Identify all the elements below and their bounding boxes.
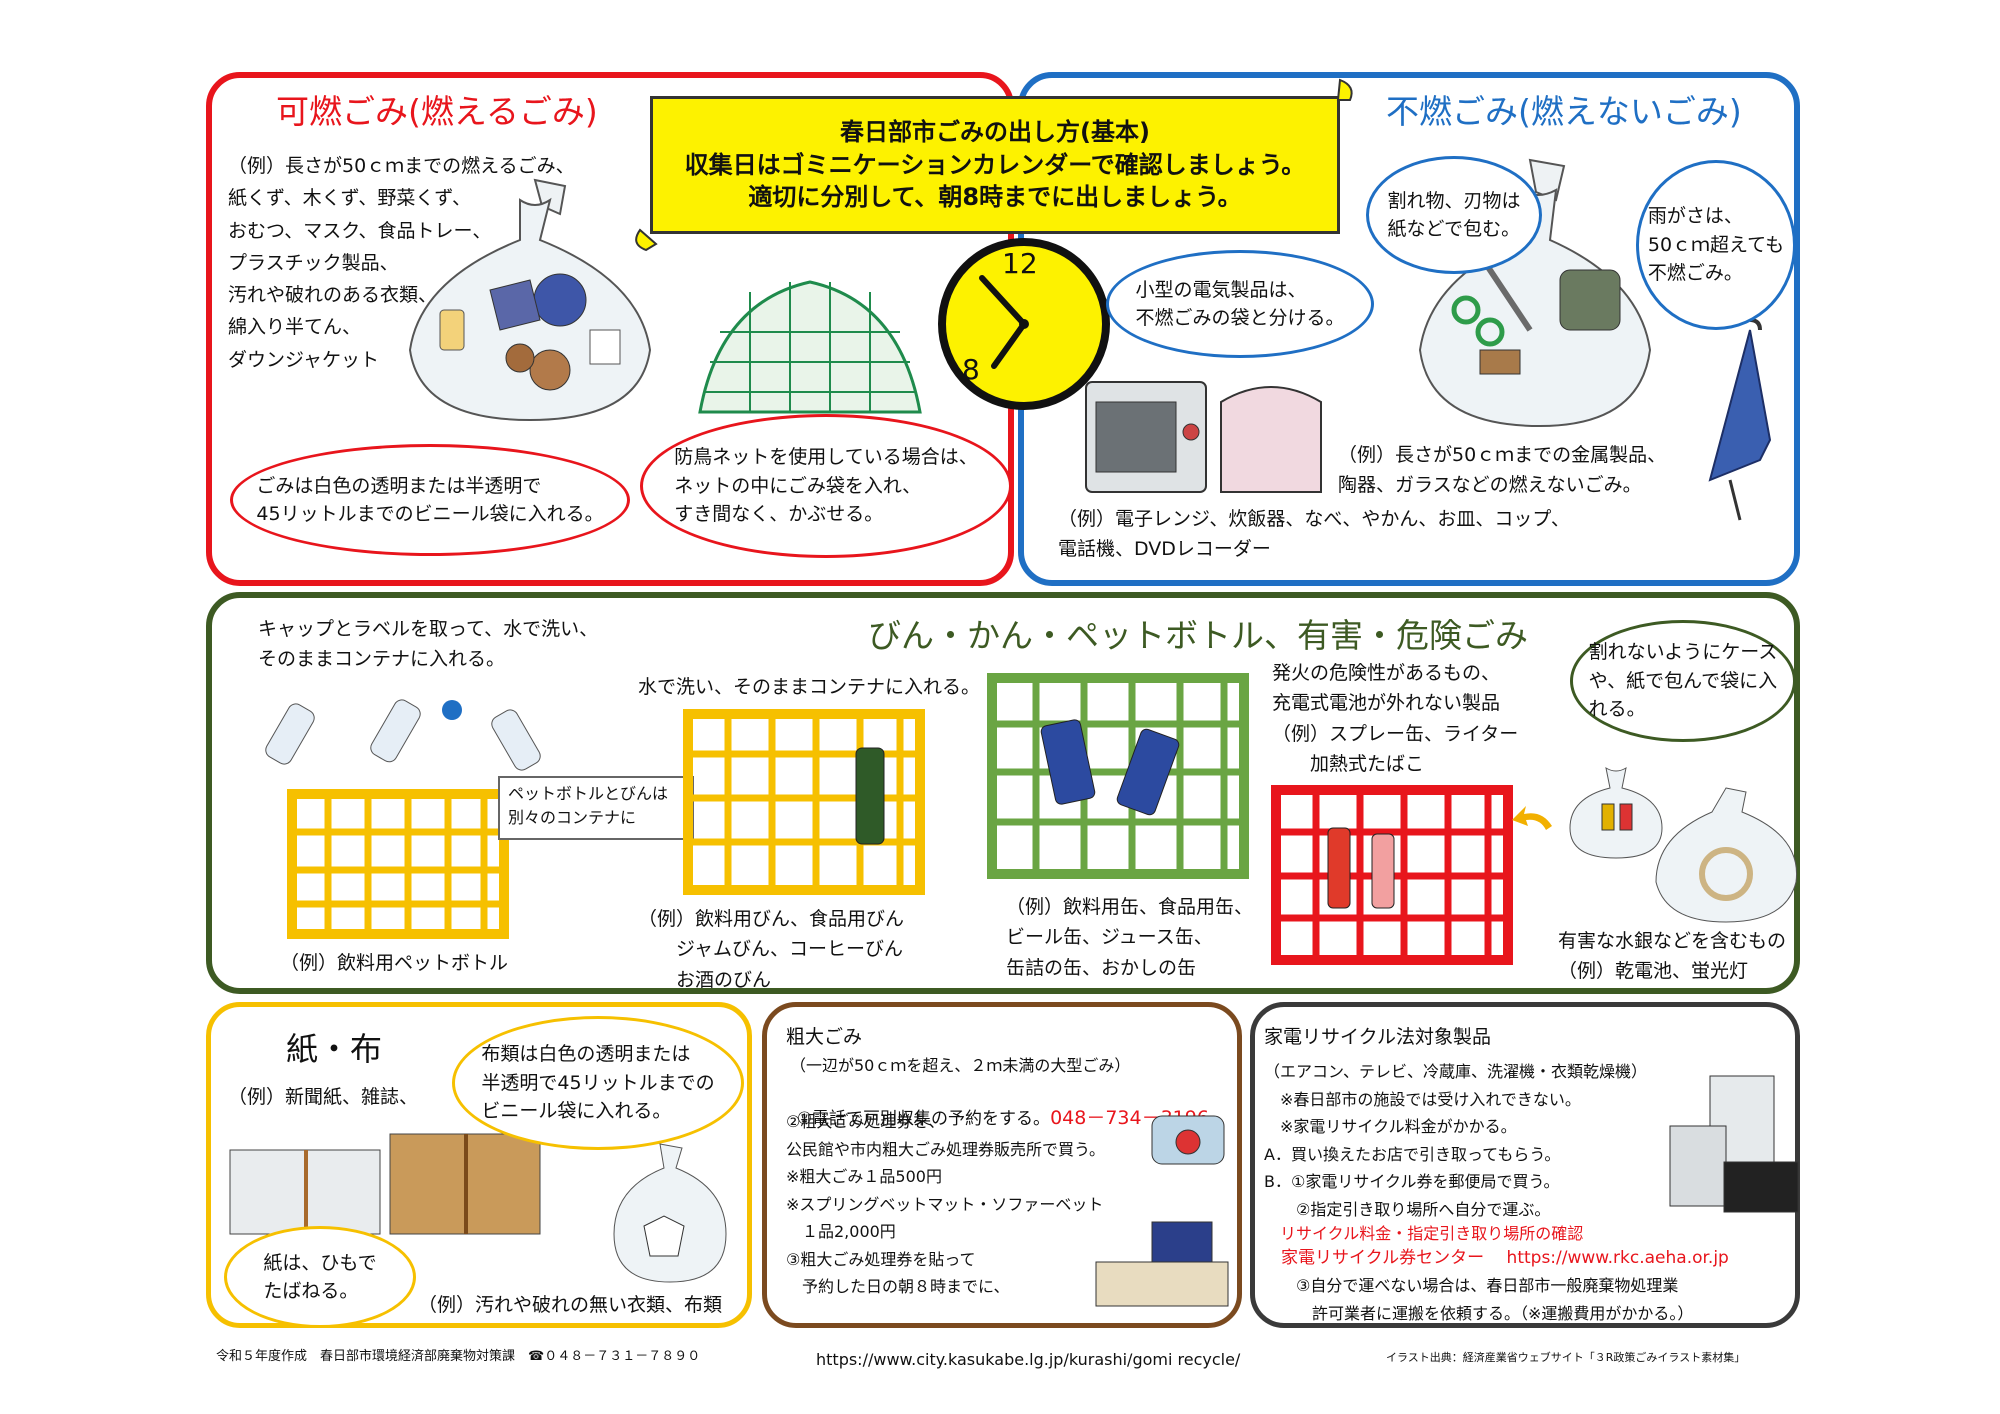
nonburnable-title: 不燃ごみ(燃えないごみ) bbox=[1386, 92, 1742, 131]
pet-note-text: ペットボトルとびんは 別々のコンテナに bbox=[508, 784, 669, 827]
mercury-note: 有害な水銀などを含むもの （例）乾電池、蛍光灯 bbox=[1558, 930, 1787, 983]
sofa-illustration bbox=[1151, 1115, 1225, 1165]
oversize-step1-text: ①電話で戸別収集の予約をする。 bbox=[796, 1108, 1051, 1129]
can-example: （例）飲料用缶、食品用缶、 ビール缶、ジュース缶、 缶詰の缶、おかしの缶 bbox=[1006, 896, 1254, 979]
pet-instruction: キャップとラベルを取って、水で洗い、 そのままコンテナに入れる。 bbox=[258, 618, 599, 671]
burnable-bag-illustration bbox=[408, 178, 652, 422]
pet-bottle-steps-illustration bbox=[265, 699, 541, 771]
bottles-title: びん・かん・ペットボトル、有害・危険ごみ bbox=[868, 616, 1528, 655]
small-appliances-illustration bbox=[1085, 381, 1322, 493]
burnable-title: 可燃ごみ(燃えるごみ) bbox=[276, 92, 598, 131]
banner-line2: 収集日はゴミニケーションカレンダーで確認しましょう。 bbox=[684, 150, 1306, 179]
banner-scroll-ends bbox=[635, 78, 1353, 252]
paper-title: 紙・布 bbox=[286, 1030, 383, 1068]
appliances-illustration bbox=[1669, 1075, 1799, 1213]
bubble-bag-rule: ごみは白色の透明または半透明で 45リットルまでのビニール袋に入れる。 bbox=[230, 444, 630, 556]
nonburnable-examples1: （例）長さが50ｃｍまでの金属製品、 陶器、ガラスなどの燃えないごみ。 bbox=[1338, 444, 1667, 497]
pet-note-box: ペットボトルとびんは 別々のコンテナに bbox=[498, 776, 694, 840]
bubble-cloth-bag: 布類は白色の透明または 半透明で45リットルまでの ビニール袋に入れる。 bbox=[452, 1016, 744, 1150]
appliance-red-note2: 家電リサイクル券センター https://www.rkc.aeha.or.jp bbox=[1264, 1248, 1729, 1268]
arrow-left-icon bbox=[1512, 806, 1552, 830]
appliance-body: （エアコン、テレビ、冷蔵庫、洗濯機・衣類乾燥機） ※春日部市の施設では受け入れで… bbox=[1264, 1062, 1648, 1219]
oversize-steps: ②粗大ごみ処理券を、 公民館や市内粗大ごみ処理券販売所で買う。 ※粗大ごみ１品5… bbox=[786, 1112, 1106, 1297]
can-container-illustration bbox=[987, 673, 1249, 879]
paper-example2: （例）汚れや破れの無い衣類、布類 bbox=[418, 1294, 723, 1316]
newspaper-bundle-illustration bbox=[229, 1133, 541, 1235]
cloth-bag-illustration bbox=[613, 1143, 727, 1283]
footer-left: 令和５年度作成 春日部市環境経済部廃棄物対策課 ☎０４８－７３１－７８９０ bbox=[216, 1349, 701, 1364]
banner-line1: 春日部市ごみの出し方(基本) bbox=[840, 118, 1150, 147]
nonburnable-examples2: （例）電子レンジ、炊飯器、なべ、やかん、お皿、コップ、 電話機、DVDレコーダー bbox=[1058, 508, 1570, 561]
pet-example: （例）飲料用ペットボトル bbox=[280, 952, 509, 974]
appliance-body2: ③自分で運べない場合は、春日部市一般廃棄物処理業 許可業者に運搬を依頼する。（※… bbox=[1296, 1276, 1694, 1323]
bubble-net-rule: 防鳥ネットを使用している場合は、 ネットの中にごみ袋を入れ、 すき間なく、かぶせ… bbox=[640, 414, 1012, 558]
appliance-title: 家電リサイクル法対象製品 bbox=[1264, 1026, 1492, 1048]
bubble-wrap-sharps: 割れ物、刃物は 紙などで包む。 bbox=[1366, 156, 1542, 274]
banner-line3: 適切に分別して、朝8時までに出しましょう。 bbox=[748, 183, 1242, 212]
mercury-bags-illustration bbox=[1569, 766, 1798, 923]
clock-number-8: 8 bbox=[962, 353, 980, 386]
bed-illustration bbox=[1095, 1221, 1229, 1307]
bubble-umbrella: 雨がさは、 50ｃｍ超えても 不燃ごみ。 bbox=[1636, 160, 1796, 330]
pet-container-illustration bbox=[287, 789, 509, 939]
appliance-red-note1: リサイクル料金・指定引き取り場所の確認 bbox=[1264, 1224, 1584, 1243]
oversize-subtitle: （一辺が50ｃｍを超え、２ｍ未満の大型ごみ） bbox=[790, 1056, 1131, 1075]
paper-example1: （例）新聞紙、雑誌、 bbox=[228, 1086, 419, 1108]
banner: 春日部市ごみの出し方(基本) 収集日はゴミニケーションカレンダーで確認しましょう… bbox=[650, 96, 1340, 234]
clock-number-12: 12 bbox=[1002, 247, 1038, 280]
bin-container-illustration bbox=[683, 709, 925, 895]
bubble-tie-paper: 紙は、ひもで たばねる。 bbox=[224, 1226, 416, 1328]
umbrella-illustration bbox=[1708, 318, 1772, 521]
danger-container-illustration bbox=[1271, 785, 1513, 965]
footer-url[interactable]: https://www.city.kasukabe.lg.jp/kurashi/… bbox=[816, 1350, 1241, 1369]
burnable-examples: （例）長さが50ｃｍまでの燃えるごみ、 紙くず、木くず、野菜くず、 おむつ、マス… bbox=[228, 155, 575, 371]
danger-description: 発火の危険性があるもの、 充電式電池が外れない製品 （例）スプレー缶、ライター … bbox=[1272, 662, 1519, 776]
oversize-title: 粗大ごみ bbox=[786, 1026, 863, 1048]
bubble-case-wrap: 割れないようにケース や、紙で包んで袋に入 れる。 bbox=[1570, 620, 1796, 742]
bubble-small-appliance: 小型の電気製品は、 不燃ごみの袋と分ける。 bbox=[1106, 250, 1374, 358]
bin-instruction: 水で洗い、そのままコンテナに入れる。 bbox=[638, 676, 981, 698]
footer-right: イラスト出典：経済産業省ウェブサイト「３R政策ごみイラスト素材集」 bbox=[1386, 1351, 1746, 1364]
bin-example: （例）飲料用びん、食品用びん ジャムびん、コーヒーびん お酒のびん bbox=[638, 908, 905, 991]
nonburnable-bag-illustration bbox=[1418, 158, 1652, 428]
clock-hands bbox=[979, 275, 1029, 369]
bird-net-illustration bbox=[698, 280, 922, 414]
